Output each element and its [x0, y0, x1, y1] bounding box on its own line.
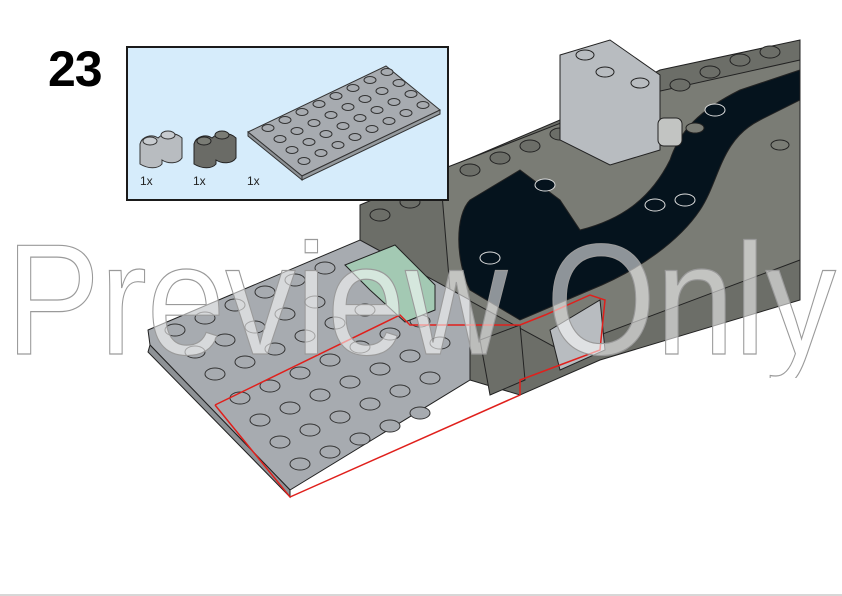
watermark-text: Preview Only: [6, 228, 836, 378]
parts-illustration: [139, 65, 441, 182]
part-qty-3: 1x: [247, 174, 260, 188]
preview-watermark: Preview Only: [5, 228, 836, 378]
page-bottom-divider: [0, 594, 842, 596]
part-brick-light-gray: [139, 130, 183, 169]
part-plate-4x8: [247, 65, 441, 182]
parts-list-callout: 1x 1x 1x: [126, 46, 449, 201]
step-number: 23: [48, 41, 103, 97]
part-qty-1: 1x: [140, 174, 153, 188]
part-brick-dark-gray: [193, 130, 237, 169]
part-qty-2: 1x: [193, 174, 206, 188]
